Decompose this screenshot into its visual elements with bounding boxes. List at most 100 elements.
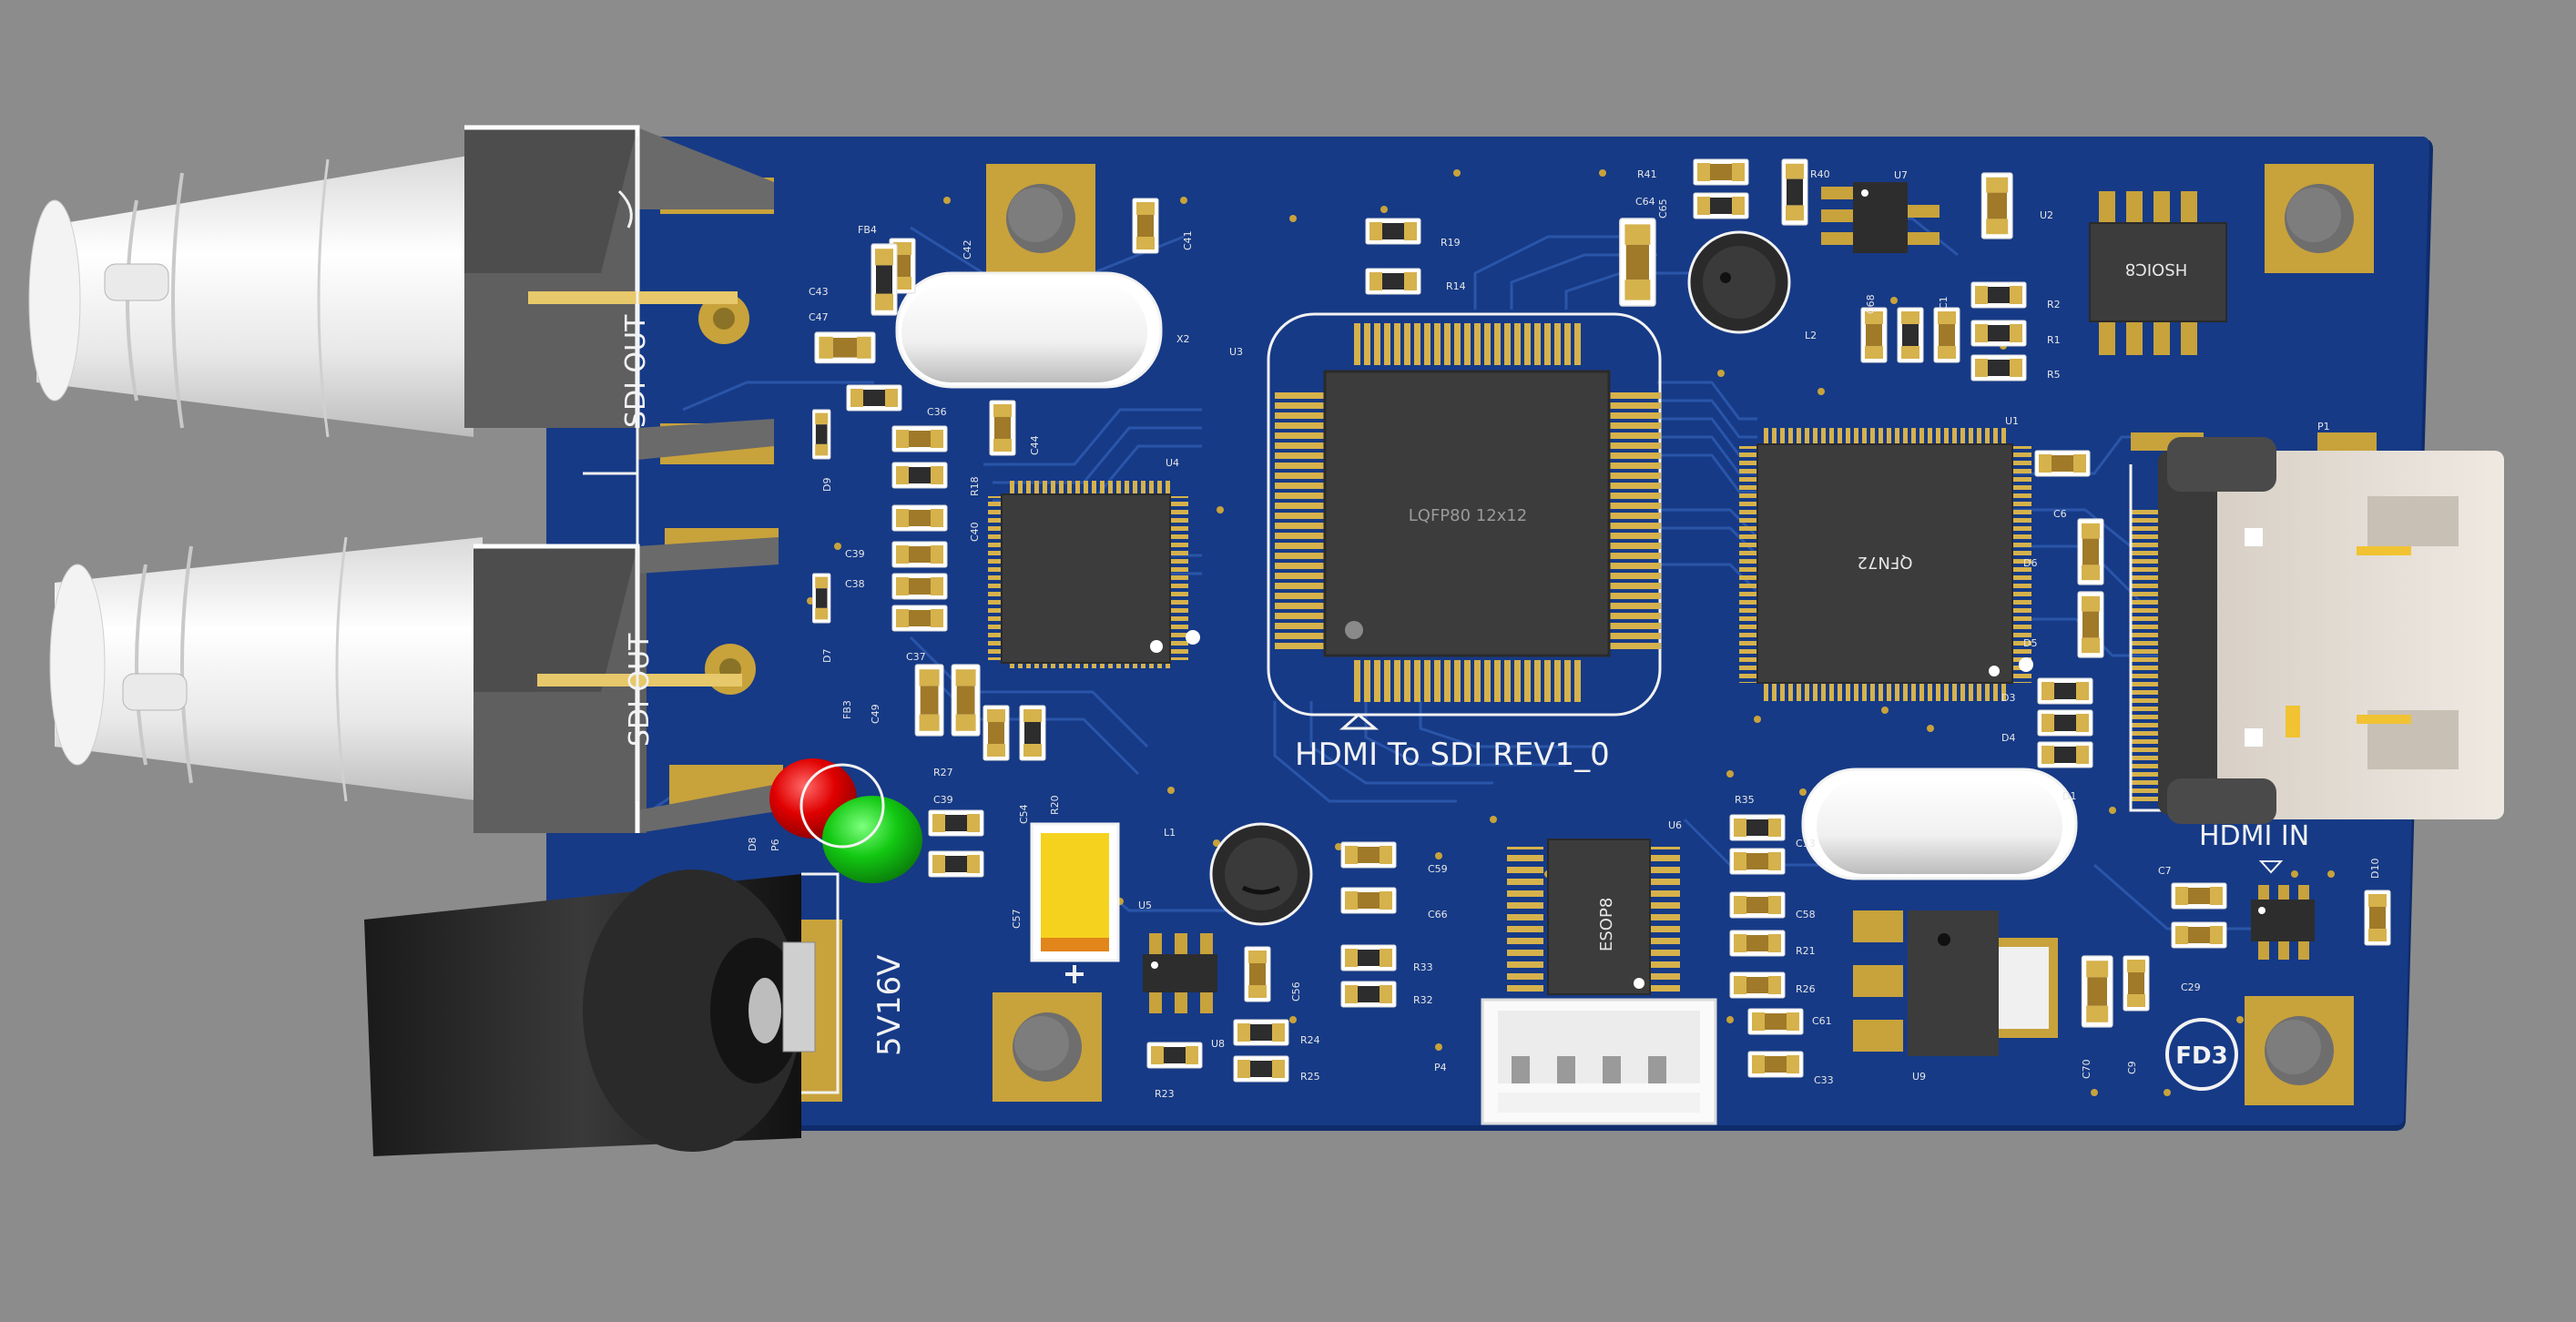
- inductor-l2: [1687, 230, 1791, 334]
- refdes-l1: L1: [1164, 827, 1176, 839]
- svg-text:R2: R2: [2047, 299, 2061, 310]
- bnc-connector-sdi-out-2: [49, 528, 783, 833]
- svg-text:C39: C39: [845, 548, 865, 560]
- refdes-u2: U2: [2040, 209, 2053, 221]
- svg-text:C66: C66: [1428, 909, 1448, 920]
- svg-text:R35: R35: [1735, 794, 1755, 806]
- svg-text:C44: C44: [1029, 435, 1041, 455]
- svg-text:D6: D6: [2023, 557, 2037, 569]
- power-input-label: 5V16V: [871, 955, 908, 1056]
- svg-text:D1: D1: [2062, 790, 2076, 802]
- svg-text:FB4: FB4: [858, 224, 877, 236]
- svg-text:R1: R1: [2047, 334, 2061, 346]
- mounting-hole-bottom-right: [2245, 996, 2354, 1105]
- chip-hsoic8-marking: HSOIC8: [2125, 259, 2187, 279]
- svg-text:R32: R32: [1413, 994, 1433, 1006]
- svg-text:R41: R41: [1637, 168, 1657, 180]
- hdmi-in-label: HDMI IN: [2199, 820, 2309, 852]
- refdes-u9: U9: [1912, 1071, 1926, 1083]
- refdes-x2: X2: [1176, 333, 1190, 345]
- refdes-u4: U4: [1166, 457, 1179, 469]
- svg-text:C36: C36: [927, 406, 947, 418]
- chip-qfn72: [1739, 428, 2033, 701]
- refdes-l2: L2: [1805, 330, 1817, 341]
- svg-text:C43: C43: [809, 286, 829, 298]
- chip-u4: [988, 481, 1200, 668]
- svg-text:C49: C49: [870, 704, 881, 724]
- refdes-u5: U5: [1138, 900, 1152, 911]
- svg-text:FB3: FB3: [841, 700, 853, 719]
- svg-text:C37: C37: [906, 651, 926, 663]
- svg-text:C38: C38: [845, 578, 865, 590]
- chip-u5: [1143, 933, 1217, 1013]
- svg-text:R26: R26: [1796, 983, 1816, 995]
- svg-text:D5: D5: [2023, 637, 2037, 649]
- sdi-out-label-2: SDI OUT: [624, 633, 656, 747]
- silk-outline-bnc: [583, 137, 639, 801]
- led-silk-outline: [799, 763, 885, 849]
- refdes-labels: FB4 C43 C47 C36 C42 C41 C44 R18 C40 C39 …: [747, 168, 2381, 1100]
- svg-text:C47: C47: [809, 311, 829, 323]
- refdes-u1: U1: [2005, 415, 2019, 427]
- refdes-p1: P1: [2317, 421, 2330, 432]
- chip-esop8-marking: ESOP8: [1597, 898, 1616, 951]
- svg-text:D8: D8: [747, 838, 759, 851]
- svg-text:R5: R5: [2047, 369, 2061, 381]
- svg-text:R25: R25: [1300, 1071, 1320, 1083]
- board-logo: [2165, 1018, 2238, 1091]
- svg-text:C7: C7: [2158, 865, 2172, 877]
- svg-text:C42: C42: [962, 239, 973, 259]
- svg-text:R19: R19: [1441, 237, 1461, 249]
- refdes-u6: U6: [1668, 819, 1682, 831]
- mounting-hole-top-right: [2265, 164, 2374, 273]
- svg-text:C40: C40: [969, 522, 981, 542]
- svg-text:P6: P6: [769, 839, 781, 851]
- chip-u7: [1821, 182, 1940, 253]
- svg-text:C70: C70: [2081, 1059, 2092, 1079]
- svg-text:R14: R14: [1446, 280, 1466, 292]
- svg-text:D4: D4: [2001, 732, 2015, 744]
- svg-text:C56: C56: [1290, 981, 1302, 1002]
- svg-text:C58: C58: [1796, 909, 1816, 920]
- svg-text:C64: C64: [1635, 196, 1655, 208]
- regulator-u9: [1853, 910, 2058, 1056]
- svg-text:C9: C9: [2126, 1061, 2138, 1074]
- chip-lqfp80: [1267, 312, 1662, 730]
- refdes-u7: U7: [1894, 169, 1908, 181]
- board-title: HDMI To SDI REV1_0: [1295, 737, 1610, 773]
- svg-text:D9: D9: [821, 478, 833, 492]
- svg-text:C6: C6: [2053, 508, 2067, 520]
- svg-text:C13: C13: [1796, 838, 1816, 849]
- svg-text:R18: R18: [969, 476, 981, 496]
- svg-text:C65: C65: [1657, 198, 1669, 219]
- svg-text:R27: R27: [933, 767, 953, 778]
- crystal-2: [1801, 768, 2078, 880]
- svg-text:R23: R23: [1155, 1088, 1175, 1100]
- svg-text:R40: R40: [1810, 168, 1830, 180]
- bnc-connector-sdi-out-1: [28, 125, 774, 464]
- chip-esop8: [1507, 839, 1680, 995]
- svg-text:C59: C59: [1428, 863, 1448, 875]
- svg-text:C61: C61: [1812, 1015, 1832, 1027]
- chip-hsoic8: [2089, 191, 2227, 355]
- svg-text:C41: C41: [1182, 230, 1194, 250]
- svg-text:R24: R24: [1300, 1034, 1320, 1046]
- svg-text:R20: R20: [1049, 795, 1061, 815]
- refdes-u3: U3: [1229, 346, 1243, 358]
- svg-text:R33: R33: [1413, 961, 1433, 973]
- dc-power-jack: [364, 869, 842, 1156]
- svg-text:D7: D7: [821, 649, 833, 663]
- svg-text:C68: C68: [1865, 294, 1877, 314]
- svg-text:C57: C57: [1011, 909, 1023, 929]
- header-connector-p4: [1481, 998, 1717, 1125]
- board-logo-text: FD3: [2175, 1042, 2227, 1070]
- svg-text:C39: C39: [933, 794, 953, 806]
- chip-lqfp80-marking: LQFP80 12x12: [1409, 506, 1528, 525]
- svg-text:C33: C33: [1814, 1074, 1834, 1086]
- svg-text:C54: C54: [1018, 804, 1030, 824]
- svg-text:D3: D3: [2001, 692, 2015, 704]
- chip-right-sot: [2251, 860, 2315, 960]
- refdes-u8: U8: [1211, 1038, 1225, 1050]
